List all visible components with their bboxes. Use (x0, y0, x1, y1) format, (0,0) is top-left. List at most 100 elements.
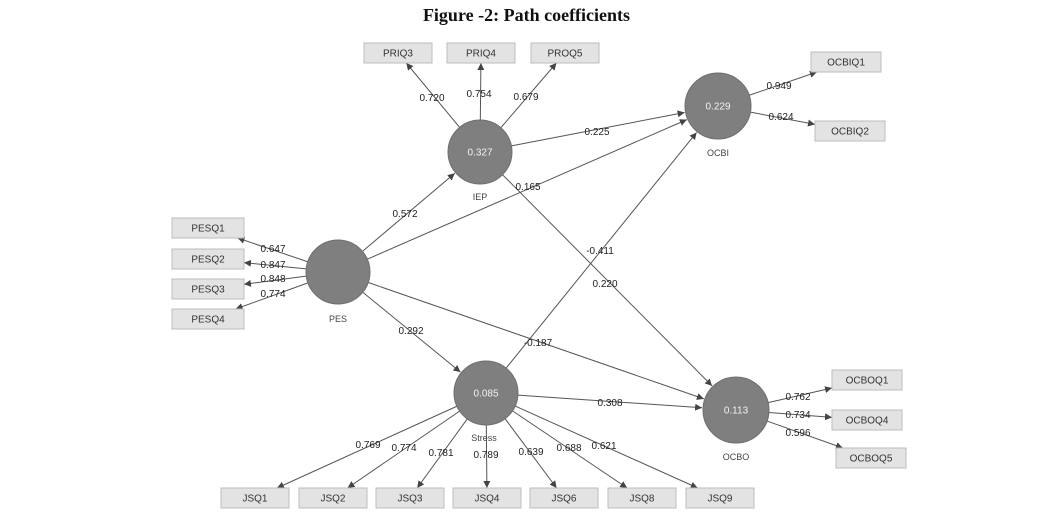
loading-arrow-jsq3 (416, 418, 468, 489)
indicator-box (835, 447, 907, 469)
loading-arrow-ocbiq1 (749, 70, 818, 96)
loading-coefficient-pesq1: 0.647 (260, 244, 285, 255)
indicator-box (607, 487, 677, 509)
indicator-jsq4: JSQ4 (452, 487, 522, 509)
path-coefficient-iep-ocbi: 0.225 (584, 127, 609, 138)
indicator-box (171, 217, 245, 239)
r-squared-value: 0.113 (724, 406, 749, 417)
loading-coefficient-ocboq4: 0.734 (785, 410, 810, 421)
latent-circle (453, 360, 519, 426)
indicator-jsq1: JSQ1 (220, 487, 290, 509)
loading-coefficient-jsq9: 0.621 (591, 441, 616, 452)
path-coefficient-stress-ocbi: -0.411 (586, 246, 614, 257)
loading-arrow-jsq1 (276, 405, 458, 489)
indicator-label: PESQ3 (191, 285, 225, 296)
loading-coefficient-ocbiq2: 0.624 (768, 112, 793, 123)
indicator-box (171, 308, 245, 330)
labels-layer: 0.5720.2250.165-0.4110.220-0.1870.2920.3… (260, 81, 810, 461)
indicator-label: OCBOQ4 (846, 416, 889, 427)
indicator-priq4: PRIQ4 (446, 42, 516, 64)
loading-coefficient-pesq4: 0.774 (260, 289, 285, 300)
indicator-label: PRIQ4 (466, 49, 496, 60)
edges-layer (235, 62, 844, 489)
loading-arrow-jsq9 (514, 405, 698, 489)
path-arrow-iep-ocbo (502, 174, 713, 387)
path-arrow-pes-ocbo (368, 282, 705, 400)
indicator-box (220, 487, 290, 509)
indicator-box (831, 369, 903, 391)
loading-coefficient-jsq1: 0.769 (355, 440, 380, 451)
latent-circle (702, 376, 770, 444)
indicator-label: OCBOQ1 (846, 376, 889, 387)
loading-arrow-ocboq1 (768, 386, 833, 404)
path-arrow-pes-ocbi (367, 119, 688, 260)
loading-coefficient-ocboq5: 0.596 (785, 428, 810, 439)
r-squared-value: 0.229 (705, 102, 730, 113)
path-arrow-stress-ocbo (517, 394, 703, 411)
indicator-box (810, 51, 882, 73)
indicator-jsq6: JSQ6 (529, 487, 599, 509)
indicator-label: JSQ6 (551, 494, 576, 505)
loading-coefficient-priq3: 0.720 (419, 93, 444, 104)
latent-label: Stress (471, 433, 497, 443)
loading-arrow-pesq2 (243, 259, 307, 270)
latent-circle (305, 239, 371, 305)
indicator-label: JSQ3 (397, 494, 422, 505)
path-coefficient-pes-iep: 0.572 (392, 209, 417, 220)
loading-coefficient-jsq3: 0.781 (428, 448, 453, 459)
indicator-label: PESQ4 (191, 315, 225, 326)
path-arrow-pes-iep (362, 172, 456, 252)
indicator-box (831, 409, 903, 431)
indicator-label: OCBIQ1 (827, 58, 865, 69)
indicator-label: JSQ9 (707, 494, 732, 505)
indicator-label: JSQ4 (474, 494, 499, 505)
loading-arrow-jsq2 (347, 410, 460, 489)
indicator-box (298, 487, 368, 509)
path-coefficient-stress-ocbo: 0.308 (597, 398, 622, 409)
loading-arrow-proq5 (500, 62, 557, 129)
figure-title: Figure -2: Path coefficients (422, 5, 631, 25)
indicator-ocboq5: OCBOQ5 (835, 447, 907, 469)
indicator-box (171, 278, 245, 300)
indicator-pesq4: PESQ4 (171, 308, 245, 330)
indicator-jsq2: JSQ2 (298, 487, 368, 509)
indicator-box (814, 120, 886, 142)
indicator-box (363, 42, 433, 64)
indicator-label: PESQ1 (191, 224, 225, 235)
latent-pes: PES (305, 239, 371, 324)
indicator-label: OCBOQ5 (850, 454, 893, 465)
indicator-ocboq1: OCBOQ1 (831, 369, 903, 391)
indicator-pesq3: PESQ3 (171, 278, 245, 300)
loading-arrow-priq4 (477, 62, 485, 121)
loading-arrow-jsq6 (504, 418, 557, 489)
indicator-box (446, 42, 516, 64)
indicator-label: PESQ2 (191, 255, 225, 266)
loading-coefficient-ocbiq1: 0.949 (766, 81, 791, 92)
loading-coefficient-ocboq1: 0.762 (785, 392, 810, 403)
indicator-pesq2: PESQ2 (171, 248, 245, 270)
r-squared-value: 0.327 (467, 148, 492, 159)
latent-circle (684, 72, 752, 140)
loading-coefficient-proq5: 0.679 (513, 92, 538, 103)
r-squared-value: 0.085 (473, 389, 498, 400)
path-coefficient-pes-stress: 0.292 (398, 326, 423, 337)
indicator-jsq3: JSQ3 (375, 487, 445, 509)
loading-coefficient-jsq4: 0.789 (473, 450, 498, 461)
loading-arrow-ocboq4 (768, 412, 833, 421)
indicator-box (171, 248, 245, 270)
loading-arrow-priq3 (405, 62, 460, 128)
indicator-proq5: PROQ5 (530, 42, 600, 64)
indicator-jsq8: JSQ8 (607, 487, 677, 509)
indicator-label: PROQ5 (547, 49, 582, 60)
latent-label: OCBI (707, 148, 729, 158)
path-coefficient-pes-ocbo: -0.187 (524, 338, 553, 349)
indicator-ocbiq1: OCBIQ1 (810, 51, 882, 73)
indicator-box (530, 42, 600, 64)
path-arrow-stress-ocbi (505, 132, 698, 369)
indicator-label: PRIQ3 (383, 49, 413, 60)
path-arrow-pes-stress (362, 291, 461, 373)
